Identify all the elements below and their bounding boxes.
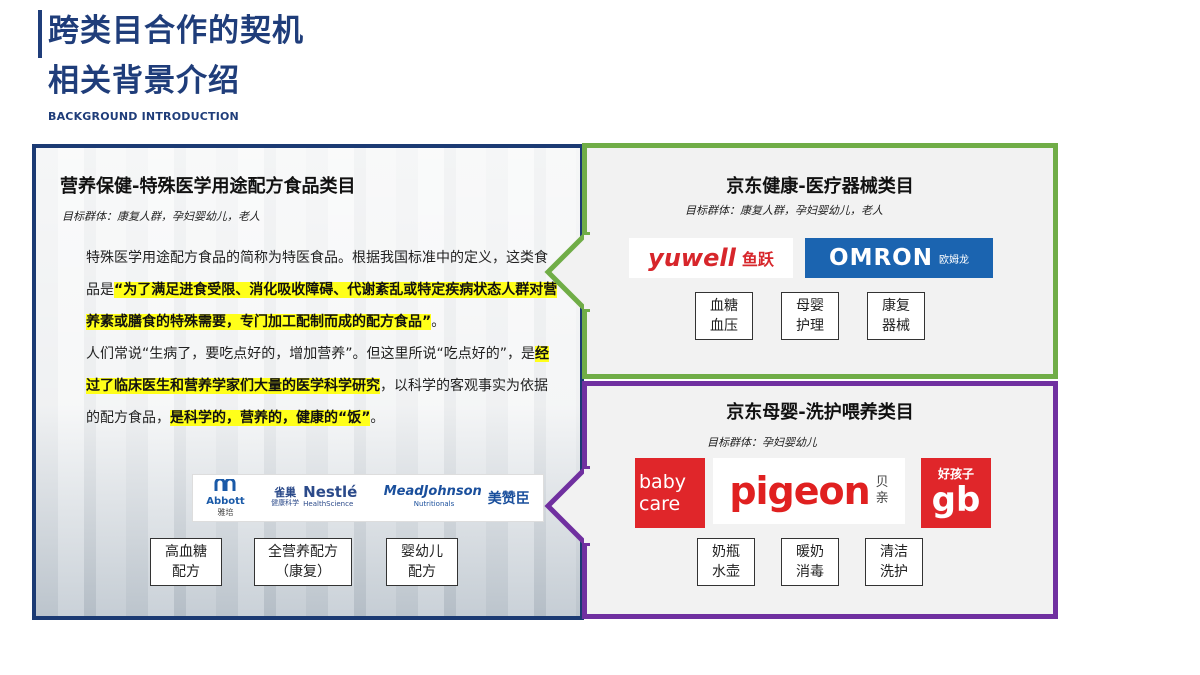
brand-logo-strip: Abbott 雅培 雀巢 健康科学 Nestlé HealthScience M… — [192, 474, 544, 522]
para2-text-2: ，以科学的客观事实为依据的配方食品， — [86, 378, 548, 426]
description-text: 特殊医学用途配方食品的简称为特医食品。根据我国标准中的定义，这类食品是“为了满足… — [58, 242, 558, 434]
title-accent-bar — [38, 10, 42, 58]
yuwell-name-cn: 鱼跃 — [741, 250, 774, 269]
nestle-logo: 雀巢 健康科学 Nestlé HealthScience — [271, 483, 358, 510]
page-title: 跨类目合作的契机 相关背景介绍 — [48, 6, 304, 106]
abbott-name-cn: 雅培 — [217, 507, 234, 517]
panel-title: 京东健康-医疗器械类目 — [726, 176, 914, 197]
title-line-1: 跨类目合作的契机 — [48, 13, 304, 49]
omron-logo: OMRON 欧姆龙 — [805, 238, 993, 278]
para2-end: 。 — [370, 410, 385, 426]
medical-device-panel: 京东健康-医疗器械类目 目标群体：康复人群，孕妇婴幼儿，老人 yuwell 鱼跃… — [582, 143, 1058, 379]
panel-title: 营养保健-特殊医学用途配方食品类目 — [60, 176, 356, 197]
paragraph-1: 特殊医学用途配方食品的简称为特医食品。根据我国标准中的定义，这类食品是“为了满足… — [58, 242, 558, 338]
nestle-healthscience: HealthScience — [303, 500, 354, 508]
green-arrow-icon — [544, 232, 590, 312]
target-group: 目标群体：康复人群，孕妇婴幼儿，老人 — [62, 210, 260, 223]
abbott-logo: Abbott 雅培 — [206, 477, 245, 518]
goodbaby-logo: 好孩子 gb — [921, 458, 991, 528]
babycare-name-2: care — [639, 493, 681, 515]
tag-infant-formula: 婴幼儿 配方 — [386, 538, 458, 586]
yuwell-logo: yuwell 鱼跃 — [629, 238, 793, 278]
omron-name: OMRON — [829, 245, 933, 271]
title-line-2: 相关背景介绍 — [48, 63, 240, 99]
meadjohnson-sub: Nutritionals — [413, 500, 455, 508]
para1-highlight: “为了满足进食受限、消化吸收障碍、代谢紊乱或特定疾病状态人群对营养素或膳食的特殊… — [86, 282, 558, 330]
meadjohnson-name: MeadJohnson — [383, 484, 482, 499]
tag-maternal-care: 母婴 护理 — [781, 292, 839, 340]
tag-blood-sugar-pressure: 血糖 血压 — [695, 292, 753, 340]
para2-highlight-2: 是科学的，营养的，健康的“饭” — [170, 410, 371, 426]
pigeon-name: pigeon — [729, 469, 870, 513]
pigeon-logo: pigeon 贝 亲 — [713, 458, 905, 524]
babycare-logo: baby care — [635, 458, 705, 528]
purple-arrow-icon — [544, 466, 590, 546]
meadjohnson-name-cn: 美赞臣 — [487, 491, 530, 507]
babycare-name-1: baby — [639, 471, 687, 493]
omron-name-cn: 欧姆龙 — [938, 254, 969, 266]
para2-text: 人们常说“生病了，要吃点好的，增加营养”。但这里所说“吃点好的”，是 — [86, 346, 536, 362]
abbott-name: Abbott — [206, 495, 245, 507]
mother-baby-panel: 京东母婴-洗护喂养类目 目标群体：孕妇婴幼儿 baby care pigeon … — [582, 381, 1058, 619]
tag-rehab-equipment: 康复 器械 — [867, 292, 925, 340]
target-group: 目标群体：孕妇婴幼儿 — [707, 436, 817, 449]
goodbaby-name-cn: 好孩子 — [937, 467, 974, 481]
yuwell-name: yuwell — [648, 244, 736, 272]
nestle-name: Nestlé — [303, 483, 358, 501]
nestle-sub-cn: 健康科学 — [271, 499, 300, 507]
tag-warm-sterilize: 暖奶 消毒 — [781, 538, 839, 586]
tag-bottle-kettle: 奶瓶 水壶 — [697, 538, 755, 586]
tag-full-nutrition-formula: 全营养配方 （康复） — [254, 538, 352, 586]
target-group: 目标群体：康复人群，孕妇婴幼儿，老人 — [685, 204, 883, 217]
nestle-name-cn: 雀巢 — [274, 486, 297, 499]
para1-text: 特殊医学用途配方食品的简称为特医食品。根据我国标准中的定义，这类食品是 — [86, 250, 548, 298]
page-subtitle: BACKGROUND INTRODUCTION — [48, 110, 239, 123]
paragraph-2: 人们常说“生病了，要吃点好的，增加营养”。但这里所说“吃点好的”，是经过了临床医… — [58, 338, 558, 434]
panel-title: 京东母婴-洗护喂养类目 — [726, 402, 914, 423]
abbott-mark-icon — [214, 477, 236, 491]
pigeon-name-cn: 贝 亲 — [875, 475, 889, 506]
goodbaby-name: gb — [931, 480, 981, 520]
meadjohnson-logo: MeadJohnson Nutritionals 美赞臣 — [383, 484, 530, 510]
special-medical-food-panel: 营养保健-特殊医学用途配方食品类目 目标群体：康复人群，孕妇婴幼儿，老人 特殊医… — [32, 144, 584, 620]
tag-high-blood-sugar-formula: 高血糖 配方 — [150, 538, 222, 586]
para1-end: 。 — [431, 314, 446, 330]
tag-clean-wash: 清洁 洗护 — [865, 538, 923, 586]
